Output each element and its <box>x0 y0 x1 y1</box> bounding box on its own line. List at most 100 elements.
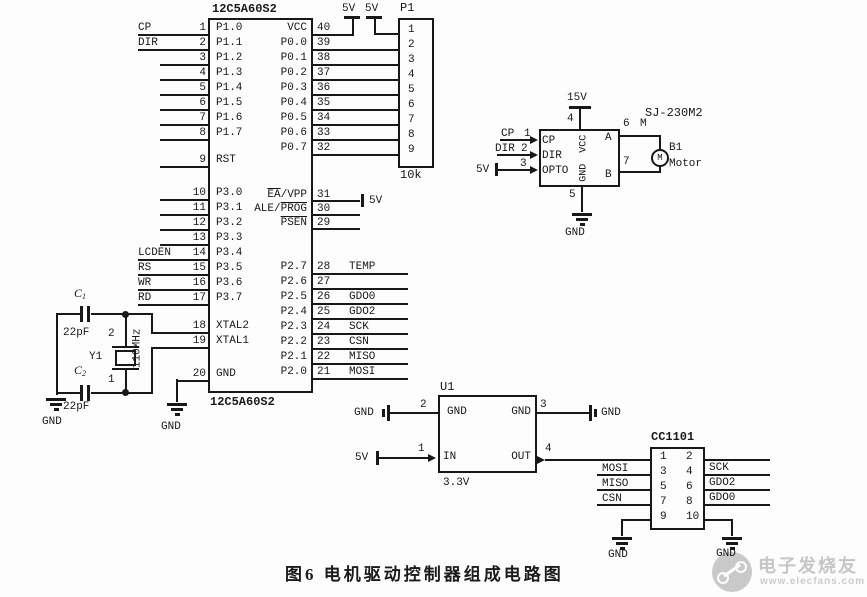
net-label: SCK <box>709 462 729 474</box>
pin-number: 9 <box>660 511 667 523</box>
junction-dot <box>122 311 129 318</box>
pin-name: P2.5 <box>280 291 307 303</box>
p1-value-label: 10k <box>400 168 422 182</box>
pin-name: P0.3 <box>280 82 307 94</box>
pin-row: 4 <box>398 67 434 82</box>
wire <box>659 165 661 171</box>
wire <box>352 19 354 34</box>
wire <box>374 33 400 35</box>
net-label: DIR <box>138 37 158 49</box>
input-arrow-icon <box>530 151 538 159</box>
mcu-pin-rst: 9 RST <box>130 153 320 168</box>
pin-number: 37 <box>317 67 331 79</box>
supply-label: 15V <box>567 92 587 104</box>
ea-supply-label: 5V <box>369 195 383 207</box>
pin-number: 2 <box>420 399 427 411</box>
net-label: M <box>640 118 647 130</box>
wire <box>313 333 408 335</box>
wire <box>160 64 208 66</box>
mcu-right-pins-ctrl: EA/VPP 31 ALE/PROG 30 PSEN 29 <box>215 188 415 230</box>
wire <box>160 94 208 96</box>
wire <box>659 135 661 151</box>
pin-row: 3 <box>398 52 434 67</box>
pin-row: 3 4 <box>650 464 705 479</box>
wire <box>56 392 82 394</box>
pin-name: P3.4 <box>216 247 243 259</box>
pin-name: P1.5 <box>216 97 243 109</box>
pin-number: 1 <box>408 24 415 36</box>
pin-row: 6 P1.5 <box>130 96 320 111</box>
pin-number: 11 <box>192 202 206 214</box>
mcu-right-pins-p2: P2.7 28 TEMP P2.6 27 P2.5 26 GDO0 P2.4 <box>215 260 425 380</box>
pin-row: VCC 40 <box>215 21 415 36</box>
pin-row: 1 2 <box>650 449 705 464</box>
wire <box>500 139 532 141</box>
wire <box>138 49 208 51</box>
pin-number: 5 <box>660 481 667 493</box>
rf-connector-pins: 1 2 3 4 5 6 7 8 9 10 <box>650 449 705 524</box>
wire <box>313 214 360 216</box>
net-label: MOSI <box>349 366 376 378</box>
wire <box>374 19 376 34</box>
pin-number: 1 <box>660 451 667 463</box>
capacitor-plate-icon <box>80 385 83 401</box>
rf-connector-body <box>650 447 705 530</box>
pin-number: 5 <box>569 189 576 201</box>
wire <box>151 348 153 394</box>
wire <box>313 79 398 81</box>
pin-number: 38 <box>317 52 331 64</box>
wire <box>731 519 733 536</box>
input-arrow-icon <box>530 136 538 144</box>
pin-name: P2.3 <box>280 321 307 333</box>
pin-number: 8 <box>686 496 693 508</box>
pin-number: 4 <box>567 113 574 125</box>
pin-row: 18 XTAL2 <box>130 319 320 334</box>
gnd-label: GND <box>608 549 628 561</box>
pin-row: 7 <box>398 112 434 127</box>
pin-number: 33 <box>317 127 331 139</box>
pin-row: 13 P3.3 <box>130 231 320 246</box>
wire <box>313 228 360 230</box>
pin-name: P3.7 <box>216 292 243 304</box>
pin-number: 30 <box>317 203 331 215</box>
pin-row: 4 P1.3 <box>130 66 320 81</box>
wire <box>138 289 208 291</box>
wire <box>56 314 58 395</box>
pin-number: 27 <box>317 276 331 288</box>
pin-number: 19 <box>192 335 206 347</box>
pin-name: P1.7 <box>216 127 243 139</box>
pin-number: 3 <box>660 466 667 478</box>
pin-number: 40 <box>317 22 331 34</box>
mcu-xtal-pins: 18 XTAL2 19 XTAL1 <box>130 319 320 349</box>
capacitor-plate-icon <box>87 306 90 322</box>
wire <box>313 348 408 350</box>
watermark-url: www.elecfans.com <box>760 576 866 587</box>
motor-symbol-icon: M <box>651 149 669 167</box>
pin-number: 4 <box>199 67 206 79</box>
wire <box>597 489 650 491</box>
pin-number: 7 <box>660 496 667 508</box>
gnd-label: GND <box>601 407 621 419</box>
net-label: CSN <box>602 493 622 505</box>
ground-symbol <box>167 403 187 418</box>
pin-number: 6 <box>199 97 206 109</box>
pin-name: P3.0 <box>216 187 243 199</box>
pin-name: CP <box>542 135 556 147</box>
wire <box>313 288 408 290</box>
driver-title: SJ-230M2 <box>645 106 703 120</box>
pin-number: 2 <box>199 37 206 49</box>
ground-symbol <box>722 537 742 552</box>
pin-name: P2.4 <box>280 306 307 318</box>
pin-name: VCC <box>287 22 307 34</box>
pin-number: 36 <box>317 82 331 94</box>
pin-number: 1 <box>418 443 425 455</box>
pin-row: P0.5 34 <box>215 111 415 126</box>
crystal-freq-label: 110MHz <box>131 328 144 369</box>
capacitor-plate-icon <box>87 385 90 401</box>
pin-name: OUT <box>511 451 531 463</box>
gnd-label: GND <box>716 548 736 560</box>
ground-symbol <box>612 537 632 552</box>
wire <box>176 379 178 402</box>
net-label: GDO0 <box>349 291 376 303</box>
